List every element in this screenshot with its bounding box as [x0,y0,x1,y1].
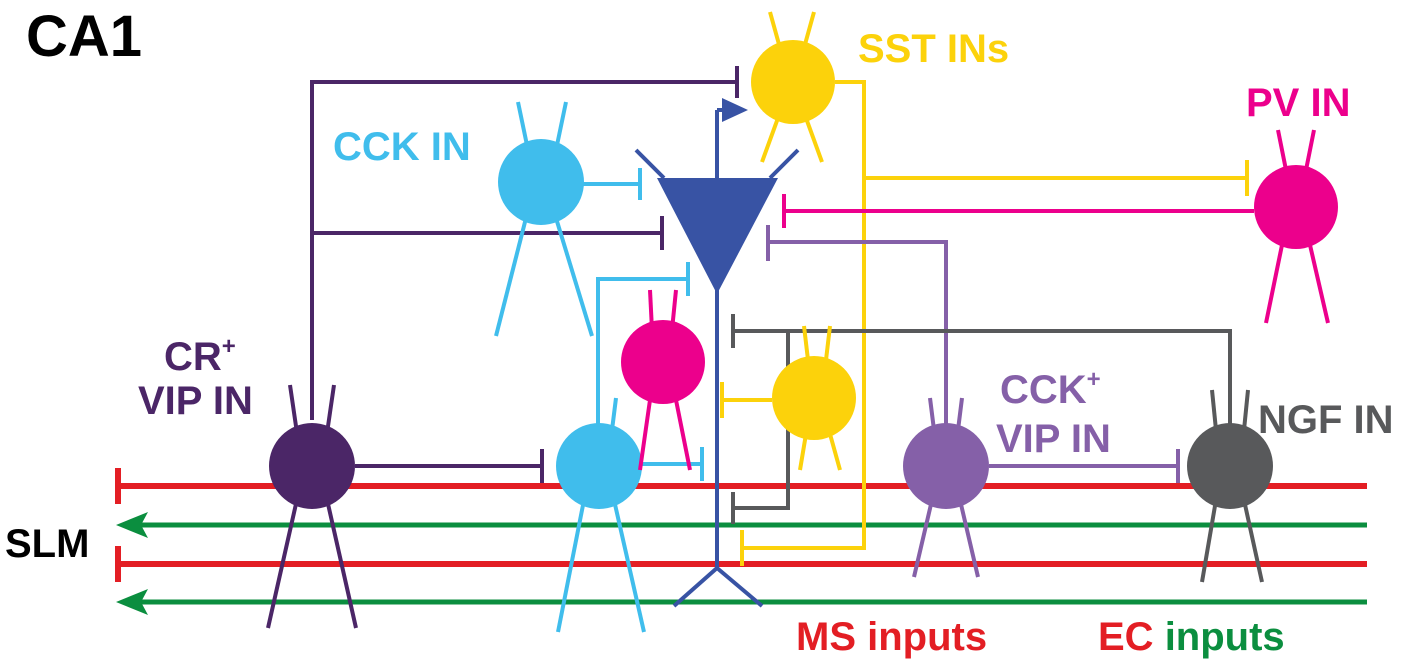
ec-inputs-label: EC inputs [1098,615,1285,659]
cr-vip-label-line2: VIP IN [138,379,253,423]
sst-interneuron-top [740,11,1249,566]
ec-input-line-bottom [116,589,1367,615]
cck-text: CCK [1000,368,1087,412]
inputs-text: inputs [1154,615,1285,659]
cck-vip-label-line1: CCK+ [1000,366,1101,412]
ngf-interneuron [731,314,1273,583]
layer-label: SLM [5,522,89,566]
cck-label: CCK IN [333,125,471,169]
axon-arrowhead-icon [722,98,748,122]
pv-label: PV IN [1246,81,1350,125]
ngf-label: NGF IN [1258,398,1394,442]
ec-arrowhead-icon [116,589,148,615]
ec-input-line-top [116,512,1367,538]
cck-vip-label-line2: VIP IN [996,417,1111,461]
cr-vip-interneuron [266,66,739,629]
pyramidal-neuron [634,98,800,608]
pv-interneuron-middle [621,289,705,471]
cr-text: CR [164,335,222,379]
sst-label: SST INs [858,27,1009,71]
sst-interneuron-middle [720,325,856,471]
ec-arrowhead-icon [116,512,148,538]
ec-text: EC [1098,615,1154,659]
cr-vip-label-line1: CR+ [164,333,236,379]
region-title: CA1 [26,4,142,69]
cck-vip-interneuron [766,225,1180,578]
cck-interneuron-top [494,101,642,337]
cck-interneuron-bottom [556,262,704,633]
cck-superscript: + [1087,366,1101,393]
pv-interneuron-right [782,129,1338,324]
ms-inputs-label: MS inputs [796,615,987,659]
cr-superscript: + [222,333,236,360]
